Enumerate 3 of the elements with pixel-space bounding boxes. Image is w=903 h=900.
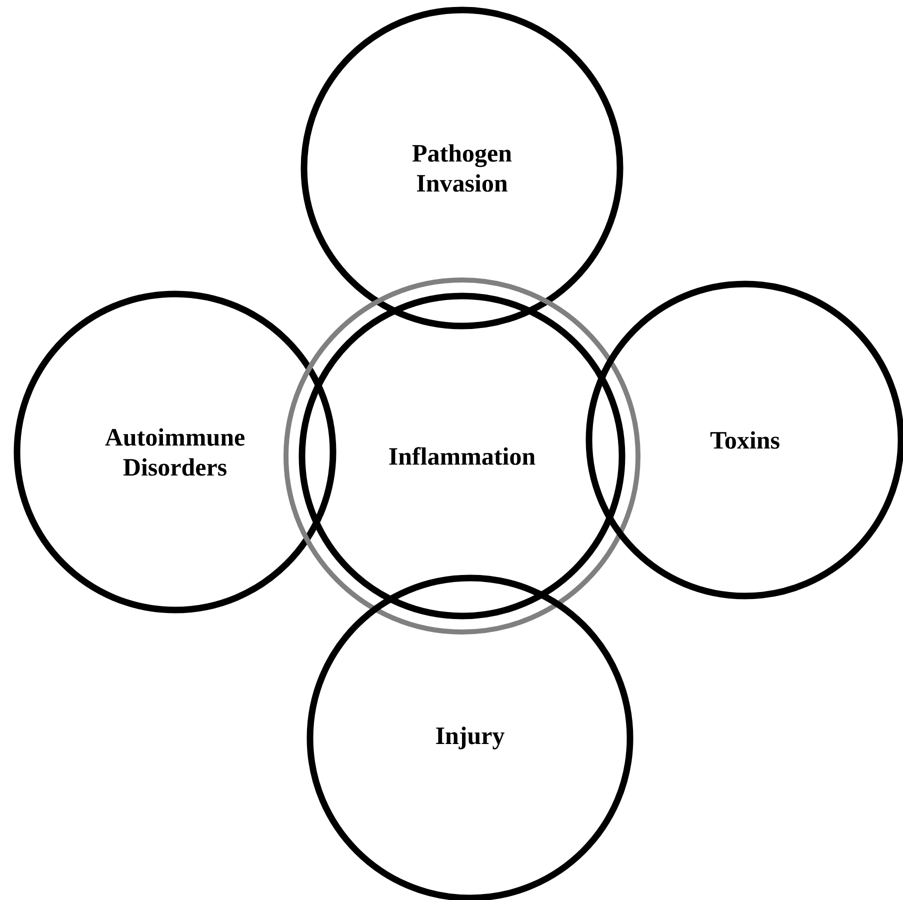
circle-node: Pathogen Invasion [300, 6, 624, 330]
circle-node: Autoimmune Disorders [14, 290, 336, 614]
circle-node: Inflammation [284, 278, 640, 634]
